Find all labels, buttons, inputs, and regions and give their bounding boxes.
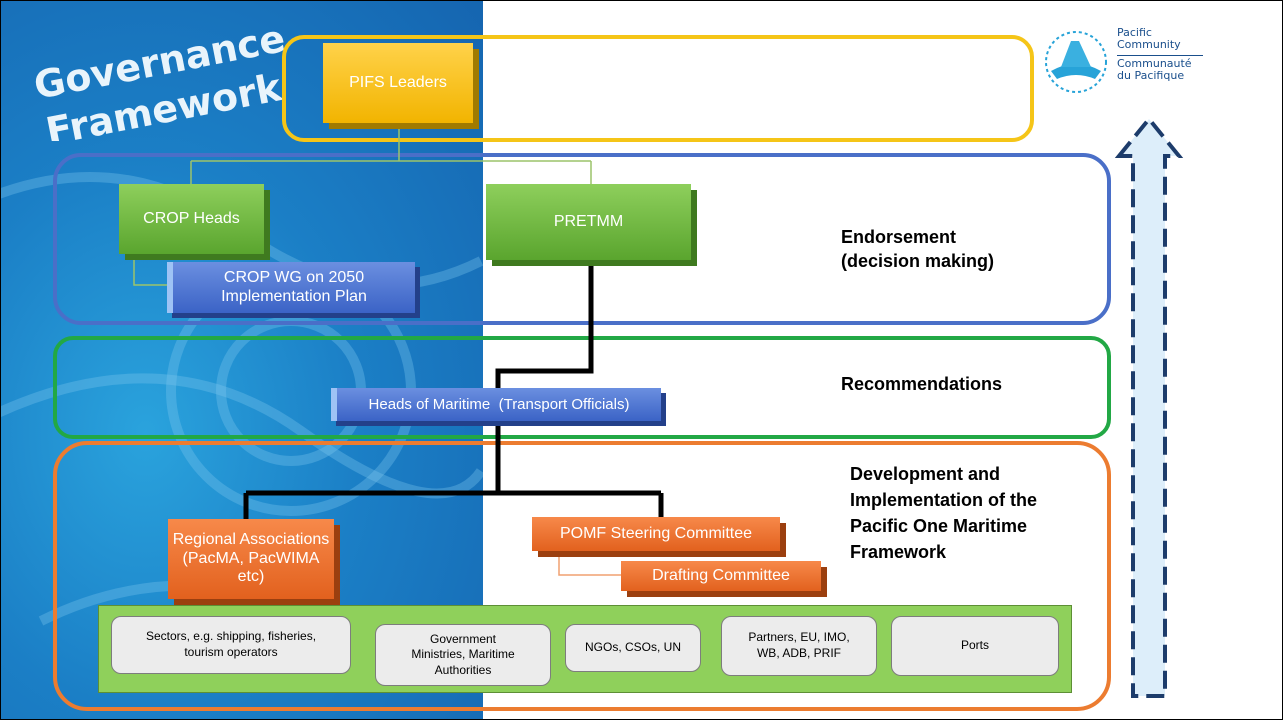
logo-fr-line-2: du Pacifique [1117, 69, 1185, 83]
label-recommendations-text: Recommendations [841, 374, 1003, 394]
node-pretmm-label: PRETMM [553, 212, 624, 230]
band-endorsement [53, 153, 1111, 325]
stakeholder-partners: Partners, EU, IMO, WB, ADB, PRIF [721, 616, 877, 676]
stakeholder-ngos-line-1: NGOs, CSOs, UN [584, 640, 681, 655]
logo-en-line-1: Pacific [1117, 26, 1152, 39]
label-development-line-3: Pacific One Maritime [850, 516, 1028, 537]
node-pretmm: PRETMM [486, 184, 691, 260]
logo-divider [1117, 55, 1203, 56]
label-endorsement-line-2: (decision making) [841, 251, 995, 272]
node-crop-wg: CROP WG on 2050 Implementation Plan [167, 262, 415, 313]
label-endorsement-line-1: Endorsement [841, 227, 957, 247]
node-crop-wg-label-2: Implementation Plan [221, 287, 367, 305]
stakeholder-ngos: NGOs, CSOs, UN [565, 624, 701, 672]
pacific-community-emblem-icon [1045, 31, 1107, 93]
logo-en-line-2: Community [1117, 38, 1181, 52]
stakeholder-sectors-line-2: tourism operators [184, 645, 278, 659]
node-pifs-leaders-label: PIFS Leaders [349, 73, 447, 91]
upward-arrow [1114, 115, 1184, 698]
node-drafting-committee-label: Drafting Committee [652, 566, 790, 584]
node-pomf-steering-label: POMF Steering Committee [559, 524, 753, 542]
stakeholder-partners-line-2: WB, ADB, PRIF [756, 646, 841, 660]
label-development: Development and Implementation of the Pa… [850, 461, 1037, 565]
node-pifs-leaders: PIFS Leaders [323, 43, 473, 123]
label-endorsement: Endorsement (decision making) [841, 225, 994, 274]
pacific-community-logo: Pacific Community Communauté du Pacifiqu… [1041, 26, 1261, 107]
node-heads-of-maritime-label: Heads of Maritime (Transport Officials) [368, 395, 630, 413]
logo-english: Pacific Community [1117, 26, 1181, 52]
logo-fr-line-1: Communauté [1117, 57, 1192, 70]
stakeholder-ports-line-1: Ports [960, 638, 989, 653]
stakeholder-government-line-2: Ministries, Maritime [411, 647, 515, 662]
label-development-line-2: Implementation of the [850, 490, 1038, 511]
node-heads-of-maritime: Heads of Maritime (Transport Officials) [331, 388, 661, 421]
logo-french: Communauté du Pacifique [1117, 57, 1192, 83]
stakeholder-partners-line-1: Partners, EU, IMO, [748, 630, 850, 645]
band-recommendations [53, 336, 1111, 439]
label-development-line-4: Framework [850, 542, 947, 563]
label-development-line-1: Development and [850, 464, 1001, 484]
slide-title: Governance Framework [30, 11, 291, 154]
stakeholder-ports: Ports [891, 616, 1059, 676]
band-leaders [282, 35, 1034, 142]
stakeholder-sectors-line-1: Sectors, e.g. shipping, fisheries, [145, 629, 317, 644]
node-crop-wg-label-1: CROP WG on 2050 [223, 269, 365, 287]
band-development [53, 441, 1111, 711]
stakeholder-government-line-3: Authorities [434, 662, 492, 677]
stakeholder-sectors: Sectors, e.g. shipping, fisheries, touri… [111, 616, 351, 674]
stakeholder-government-line-1: Government [429, 631, 497, 646]
label-recommendations: Recommendations [841, 372, 1002, 396]
stakeholder-government: Government Ministries, Maritime Authorit… [375, 624, 551, 686]
node-pomf-steering: POMF Steering Committee [532, 517, 780, 551]
node-crop-heads: CROP Heads [119, 184, 264, 254]
stakeholders-bar: Sectors, e.g. shipping, fisheries, touri… [98, 605, 1072, 693]
node-regional-associations-label: Regional Associations (PacMA, PacWIMA et… [172, 531, 330, 586]
node-crop-heads-label: CROP Heads [143, 209, 240, 227]
node-drafting-committee: Drafting Committee [621, 561, 821, 591]
node-regional-associations: Regional Associations (PacMA, PacWIMA et… [168, 519, 334, 599]
